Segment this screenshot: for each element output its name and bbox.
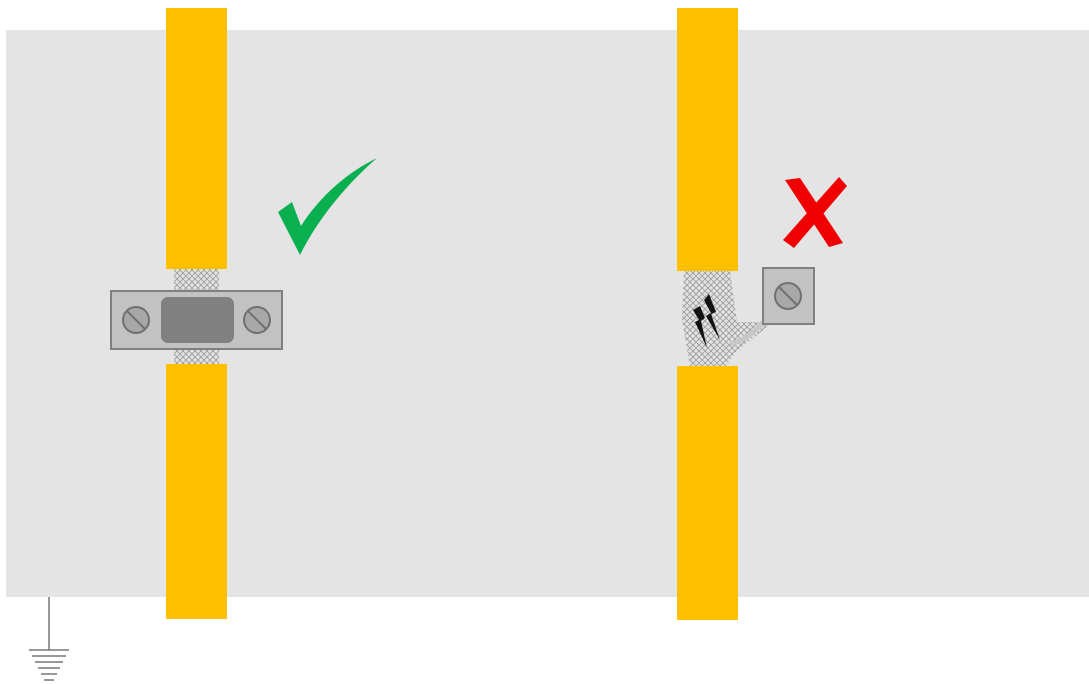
cable-lower-segment xyxy=(677,366,738,620)
spark-icon xyxy=(693,294,720,348)
correct-grounding-panel xyxy=(110,8,377,619)
clamp-saddle xyxy=(161,297,234,343)
screw-icon xyxy=(243,306,271,334)
screw-icon xyxy=(122,306,150,334)
cross-mark-icon xyxy=(783,177,847,248)
ground-icon xyxy=(29,597,69,681)
check-mark-icon xyxy=(278,158,377,255)
ground-terminal xyxy=(762,267,815,325)
shield-clamp xyxy=(110,290,283,350)
twisted-shield-braid xyxy=(682,271,768,366)
incorrect-grounding-panel xyxy=(677,8,847,620)
pigtail-wire xyxy=(729,320,765,347)
screw-icon xyxy=(774,282,802,310)
cable-upper-segment xyxy=(166,8,227,269)
cable-lower-segment xyxy=(166,364,227,619)
cable-upper-segment xyxy=(677,8,738,271)
